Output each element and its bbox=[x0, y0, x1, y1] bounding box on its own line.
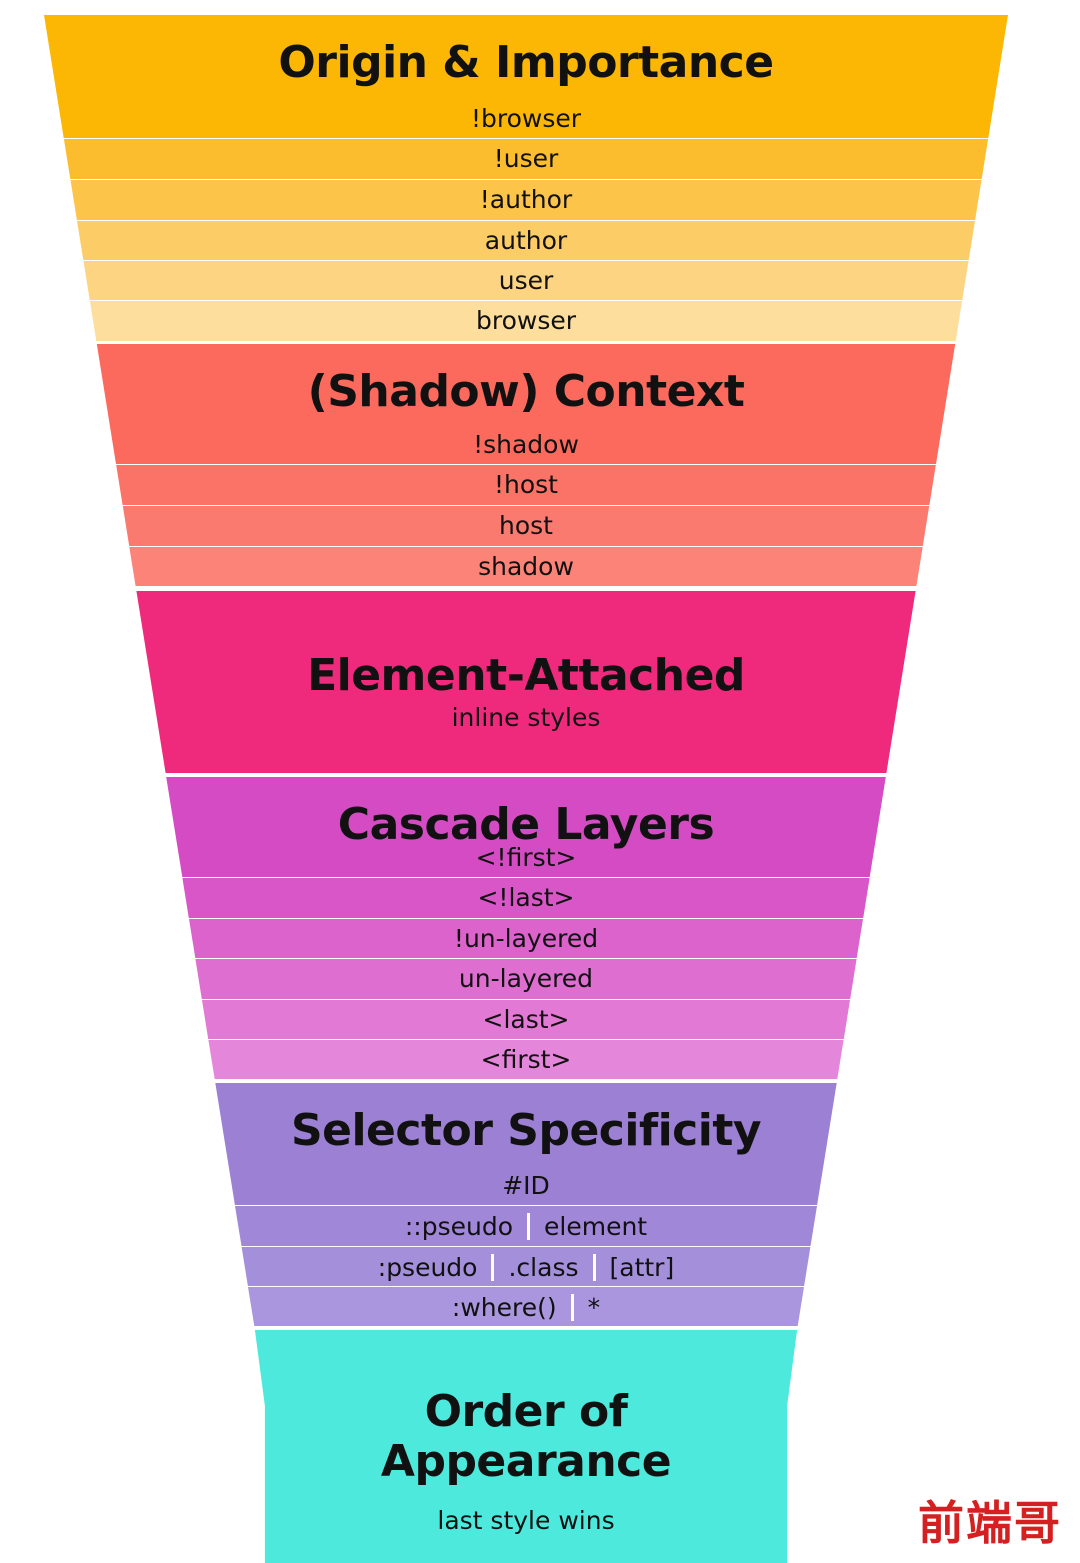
layers-row-3 bbox=[195, 959, 857, 999]
watermark: 前端哥 bbox=[918, 1496, 1062, 1550]
context-item-1: !host bbox=[494, 470, 558, 499]
origin-row-2 bbox=[70, 180, 982, 220]
context-item-3: shadow bbox=[478, 552, 574, 581]
element-subtitle: inline styles bbox=[451, 703, 601, 732]
layers-title-band bbox=[166, 777, 886, 877]
context-title: (Shadow) Context bbox=[307, 366, 745, 417]
origin-item-1: !user bbox=[493, 144, 559, 173]
context-row-3 bbox=[129, 547, 923, 586]
specificity-row-2 bbox=[241, 1247, 811, 1286]
order-band bbox=[254, 1330, 798, 1563]
specificity-title-band bbox=[215, 1083, 837, 1205]
item-part: element bbox=[544, 1212, 648, 1241]
order-title-line-2: Appearance bbox=[380, 1436, 672, 1487]
origin-title-band bbox=[44, 15, 1008, 138]
layers-row-2 bbox=[189, 919, 863, 958]
layers-row-1 bbox=[182, 878, 870, 918]
origin-row-4 bbox=[83, 261, 969, 300]
order-subtitle: last style wins bbox=[437, 1506, 615, 1535]
layers-item-4: <last> bbox=[482, 1005, 570, 1034]
origin-row-1 bbox=[63, 139, 989, 179]
origin-item-2: !author bbox=[479, 185, 573, 214]
origin-item-5: browser bbox=[475, 306, 577, 335]
separator bbox=[491, 1254, 495, 1281]
item-part: :pseudo bbox=[377, 1253, 478, 1282]
context-title-band bbox=[96, 344, 956, 464]
context-item-2: host bbox=[499, 511, 553, 540]
specificity-row-1 bbox=[235, 1206, 817, 1246]
element-title: Element-Attached bbox=[307, 650, 745, 701]
layers-item-0: <!first> bbox=[475, 843, 577, 872]
item-part: ::pseudo bbox=[404, 1212, 514, 1241]
origin-item-3: author bbox=[484, 226, 568, 255]
origin-item-0: !browser bbox=[470, 104, 582, 133]
layers-item-1: <!last> bbox=[477, 883, 575, 912]
separator bbox=[570, 1294, 574, 1321]
origin-row-3 bbox=[77, 221, 975, 260]
layers-row-4 bbox=[202, 1000, 850, 1039]
separator bbox=[592, 1254, 596, 1281]
layers-item-5: <first> bbox=[480, 1045, 572, 1074]
origin-item-4: user bbox=[498, 266, 554, 295]
item-part: * bbox=[587, 1293, 601, 1322]
specificity-item-2: :pseudo .class [attr] bbox=[0, 1254, 1052, 1281]
context-item-0: !shadow bbox=[473, 430, 579, 459]
item-part: .class bbox=[508, 1253, 579, 1282]
separator bbox=[527, 1213, 531, 1240]
order-title-line-1: Order of bbox=[424, 1386, 628, 1437]
item-part: [attr] bbox=[609, 1253, 675, 1282]
specificity-title: Selector Specificity bbox=[290, 1105, 762, 1156]
layers-item-2: !un-layered bbox=[453, 924, 599, 953]
element-band bbox=[136, 591, 916, 773]
layers-item-3: un-layered bbox=[458, 964, 594, 993]
specificity-item-3: :where() * bbox=[0, 1294, 1052, 1321]
layers-title: Cascade Layers bbox=[337, 799, 715, 850]
layers-row-5 bbox=[208, 1040, 844, 1079]
specificity-row-3 bbox=[248, 1287, 804, 1326]
specificity-item-0: #ID bbox=[502, 1171, 550, 1200]
origin-title: Origin & Importance bbox=[278, 37, 774, 88]
context-row-1 bbox=[116, 465, 936, 505]
specificity-item-1: ::pseudo element bbox=[0, 1213, 1052, 1240]
context-row-2 bbox=[122, 506, 930, 546]
item-part: :where() bbox=[451, 1293, 557, 1322]
origin-row-5 bbox=[89, 301, 963, 341]
